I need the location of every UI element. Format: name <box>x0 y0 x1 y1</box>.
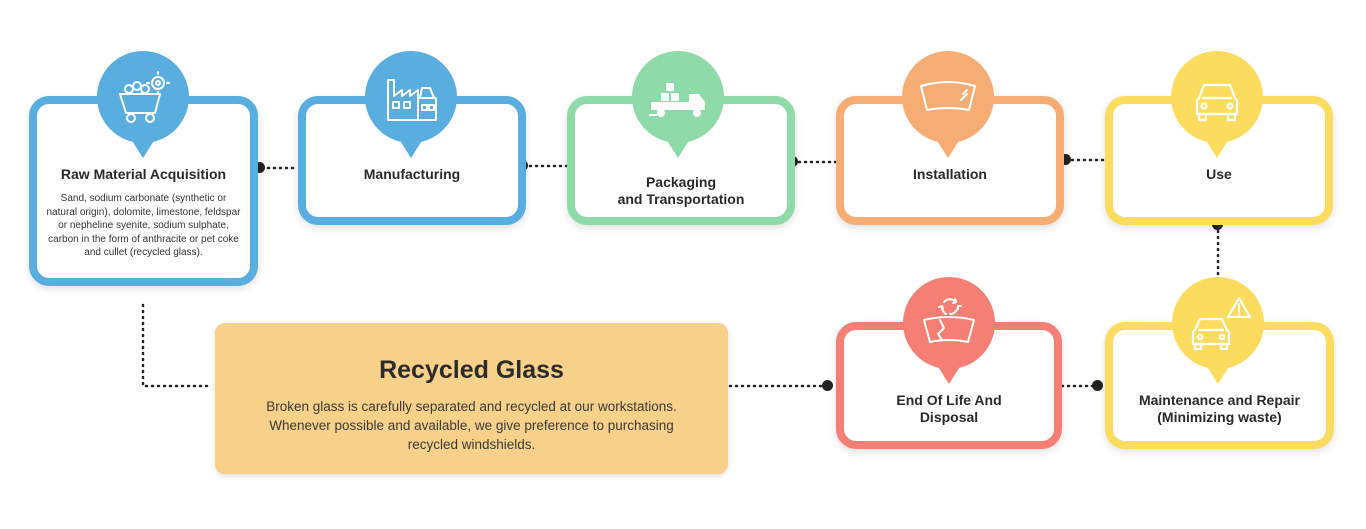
car-warning-icon <box>1171 276 1265 386</box>
stage-title: Packaging and Transportation <box>617 174 745 207</box>
factory-icon <box>364 50 458 160</box>
windshield-icon <box>901 50 995 160</box>
connector-dot <box>822 380 833 391</box>
recycled-glass-text: Broken glass is carefully separated and … <box>266 399 677 452</box>
stage-title: End Of Life And Disposal <box>896 392 1002 425</box>
broken-windshield-recycle-icon <box>902 276 996 386</box>
stage-title: Maintenance and Repair (Minimizing waste… <box>1138 392 1301 425</box>
stage-title: Raw Material Acquisition <box>60 166 227 182</box>
stage-description: Sand, sodium carbonate (synthetic or nat… <box>46 193 241 258</box>
connector-dot <box>254 162 265 173</box>
connector-dot <box>1060 154 1071 165</box>
connector-dot <box>1092 380 1103 391</box>
stage-title: Use <box>1206 166 1232 182</box>
mining-cart-icon <box>96 50 190 160</box>
recycled-glass-title: Recycled Glass <box>379 356 564 384</box>
truck-icon <box>631 50 725 160</box>
stage-title: Installation <box>913 166 987 182</box>
stage-title: Manufacturing <box>363 166 461 182</box>
car-icon <box>1170 50 1264 160</box>
recycled-glass-panel: Recycled Glass Broken glass is carefully… <box>215 323 728 474</box>
